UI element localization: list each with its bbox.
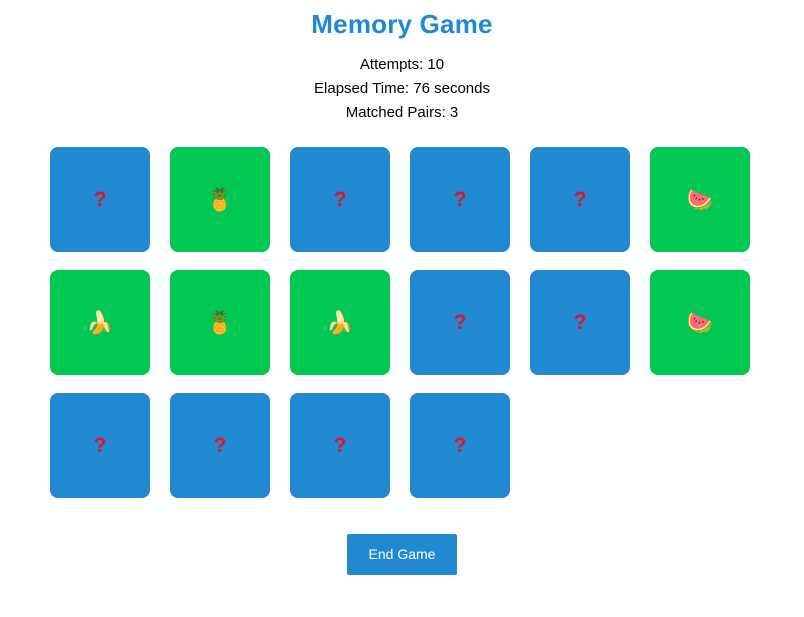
question-mark-icon: ? [333, 434, 347, 458]
matched-pairs-stat: Matched Pairs: 3 [345, 104, 459, 122]
memory-card-revealed[interactable]: 🍌 [50, 270, 150, 376]
elapsed-time-stat: Elapsed Time: 76 seconds [314, 79, 490, 97]
pineapple-emoji: 🍍 [206, 186, 234, 212]
memory-card-revealed[interactable]: 🍍 [170, 147, 270, 253]
memory-card-hidden[interactable]: ? [410, 393, 510, 499]
watermelon-emoji: 🍉 [686, 186, 714, 212]
watermelon-emoji: 🍉 [686, 309, 714, 335]
question-mark-icon: ? [573, 311, 587, 335]
page-title: Memory Game [311, 9, 493, 39]
question-mark-icon: ? [93, 188, 107, 212]
memory-card-hidden[interactable]: ? [410, 147, 510, 253]
memory-card-hidden[interactable]: ? [530, 147, 630, 253]
memory-card-revealed[interactable]: 🍉 [650, 147, 750, 253]
card-board: ? 🍍??? 🍉 🍌 🍍 🍌?? 🍉???? [42, 147, 762, 499]
banana-emoji: 🍌 [86, 309, 114, 335]
game-stats: Attempts: 10 Elapsed Time: 76 seconds Ma… [314, 53, 490, 126]
memory-card-hidden[interactable]: ? [50, 393, 150, 499]
memory-card-hidden[interactable]: ? [50, 147, 150, 253]
question-mark-icon: ? [213, 434, 227, 458]
memory-card-hidden[interactable]: ? [530, 270, 630, 376]
memory-card-revealed[interactable]: 🍌 [290, 270, 390, 376]
pineapple-emoji: 🍍 [206, 309, 234, 335]
memory-card-hidden[interactable]: ? [410, 270, 510, 376]
memory-card-hidden[interactable]: ? [170, 393, 270, 499]
end-game-button[interactable]: End Game [346, 534, 458, 576]
question-mark-icon: ? [453, 188, 467, 212]
game-footer: End Game [0, 534, 804, 576]
question-mark-icon: ? [453, 311, 467, 335]
attempts-stat: Attempts: 10 [359, 55, 445, 73]
question-mark-icon: ? [453, 434, 467, 458]
memory-card-hidden[interactable]: ? [290, 393, 390, 499]
banana-emoji: 🍌 [326, 309, 354, 335]
memory-card-revealed[interactable]: 🍍 [170, 270, 270, 376]
question-mark-icon: ? [333, 188, 347, 212]
question-mark-icon: ? [573, 188, 587, 212]
question-mark-icon: ? [93, 434, 107, 458]
memory-card-revealed[interactable]: 🍉 [650, 270, 750, 376]
memory-card-hidden[interactable]: ? [290, 147, 390, 253]
